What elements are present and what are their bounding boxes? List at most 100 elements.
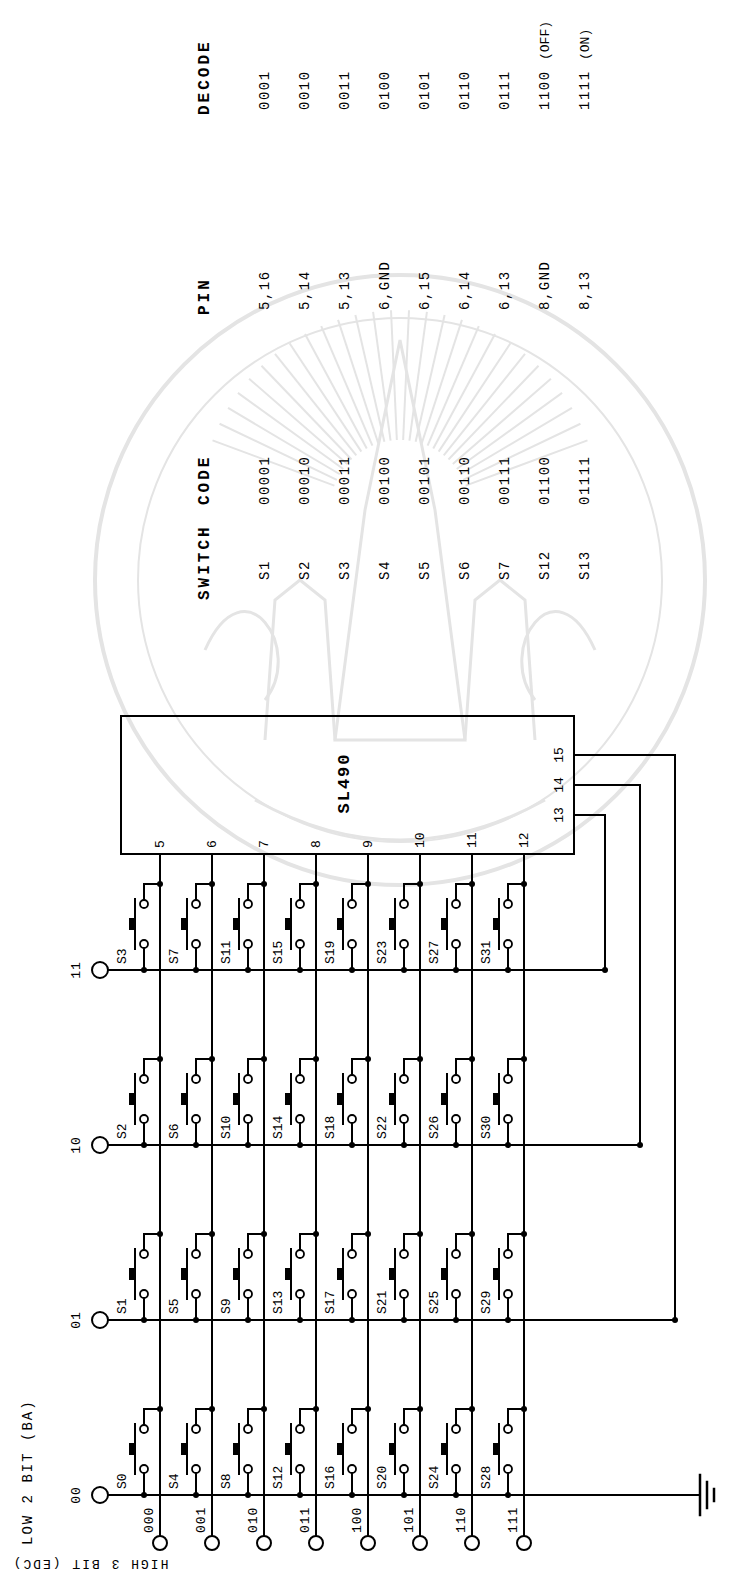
switch-contact: [348, 940, 356, 948]
junction-dot: [453, 1492, 459, 1498]
switch-contact: [504, 1425, 512, 1433]
junction-dot: [141, 1317, 147, 1323]
switch-plunger: [389, 918, 395, 930]
switch-lead: [507, 1123, 509, 1145]
junction-dot: [261, 1056, 267, 1062]
switch-contact: [504, 900, 512, 908]
switch-lead: [299, 1473, 301, 1495]
switch-plunger: [285, 918, 291, 930]
switch-contact: [140, 1115, 148, 1123]
junction-dot: [209, 1406, 215, 1412]
bit-group-label: LOW 2 BIT (BA): [21, 1399, 35, 1545]
junction-dot: [297, 967, 303, 973]
switch-lead: [403, 1473, 405, 1495]
junction-dot: [313, 1231, 319, 1237]
push-switch: [181, 1231, 215, 1323]
junction-dot: [349, 1492, 355, 1498]
switch-contact: [400, 1425, 408, 1433]
switch-contact: [140, 1465, 148, 1473]
terminal-label: 001: [195, 1507, 208, 1533]
switch-lead: [508, 1409, 524, 1425]
switch-contact: [192, 1465, 200, 1473]
table-cell: S12: [538, 550, 552, 580]
switch-lead: [455, 1298, 457, 1320]
junction-dot: [521, 881, 527, 887]
switch-plunger: [389, 1093, 395, 1105]
push-switch: [389, 1406, 423, 1498]
switch-lead: [143, 1473, 145, 1495]
switch-contact: [192, 940, 200, 948]
switch-lead: [247, 1123, 249, 1145]
switch-plunger: [129, 1268, 135, 1280]
switch-plunger: [285, 1268, 291, 1280]
junction-dot: [453, 1317, 459, 1323]
table-cell: S1: [258, 560, 272, 580]
switch-label: S3: [116, 948, 129, 964]
switch-label: S16: [324, 1466, 337, 1489]
switch-lead: [247, 948, 249, 970]
switch-plunger: [389, 1268, 395, 1280]
push-switch: [129, 1406, 163, 1498]
switch-lead: [508, 1059, 524, 1075]
push-switch: [493, 881, 527, 973]
switch-lead: [404, 884, 420, 900]
switch-contact: [244, 940, 252, 948]
switch-lead: [507, 948, 509, 970]
switch-contact: [192, 900, 200, 908]
junction-dot: [505, 967, 511, 973]
row-terminal: [153, 1536, 167, 1550]
table-cell: 0111: [498, 70, 512, 110]
switch-plunger: [233, 918, 239, 930]
table-cell: 8,13: [578, 270, 592, 310]
column-terminal: [92, 962, 108, 978]
switch-label: S9: [220, 1298, 233, 1314]
switch-contact: [140, 1290, 148, 1298]
switch-lead: [248, 1234, 264, 1250]
switch-lead: [195, 1123, 197, 1145]
seal-ray: [416, 315, 445, 442]
terminal-label: 01: [70, 1311, 83, 1329]
switch-lead: [299, 1123, 301, 1145]
pin-number: 7: [258, 840, 271, 848]
row-terminal: [361, 1536, 375, 1550]
junction-dot: [417, 881, 423, 887]
junction-dot: [365, 1231, 371, 1237]
junction-dot: [193, 1142, 199, 1148]
switch-contact: [296, 1115, 304, 1123]
push-switch: [493, 1406, 527, 1498]
push-switch: [129, 881, 163, 973]
table-cell: 01100: [538, 455, 552, 505]
table-cell: 5,13: [338, 270, 352, 310]
table-cell: S5: [418, 560, 432, 580]
switch-lead: [403, 1298, 405, 1320]
switch-label: S18: [324, 1116, 337, 1139]
switch-plunger: [181, 918, 187, 930]
table-cell: (OFF): [539, 21, 552, 60]
switch-contact: [452, 1115, 460, 1123]
switch-lead: [507, 1473, 509, 1495]
push-switch: [389, 1231, 423, 1323]
switch-lead: [195, 1473, 197, 1495]
switch-lead: [404, 1234, 420, 1250]
seal-ray: [305, 334, 367, 448]
switch-lead: [247, 1473, 249, 1495]
junction-dot: [297, 1142, 303, 1148]
switch-plunger: [129, 918, 135, 930]
push-switch: [441, 1231, 475, 1323]
switch-plunger: [493, 1268, 499, 1280]
seal-ring: [95, 275, 705, 885]
row-wire: [211, 855, 213, 1536]
table-cell: 0110: [458, 70, 472, 110]
table-cell: 0001: [258, 70, 272, 110]
table-cell: 6,15: [418, 270, 432, 310]
junction-dot: [313, 1406, 319, 1412]
table-cell: S13: [578, 550, 592, 580]
junction-dot: [209, 1231, 215, 1237]
push-switch: [233, 1406, 267, 1498]
table-cell: S2: [298, 560, 312, 580]
switch-label: S28: [480, 1466, 493, 1489]
table-cell: 00100: [378, 455, 392, 505]
seal-ray: [338, 320, 378, 444]
switch-contact: [192, 1290, 200, 1298]
